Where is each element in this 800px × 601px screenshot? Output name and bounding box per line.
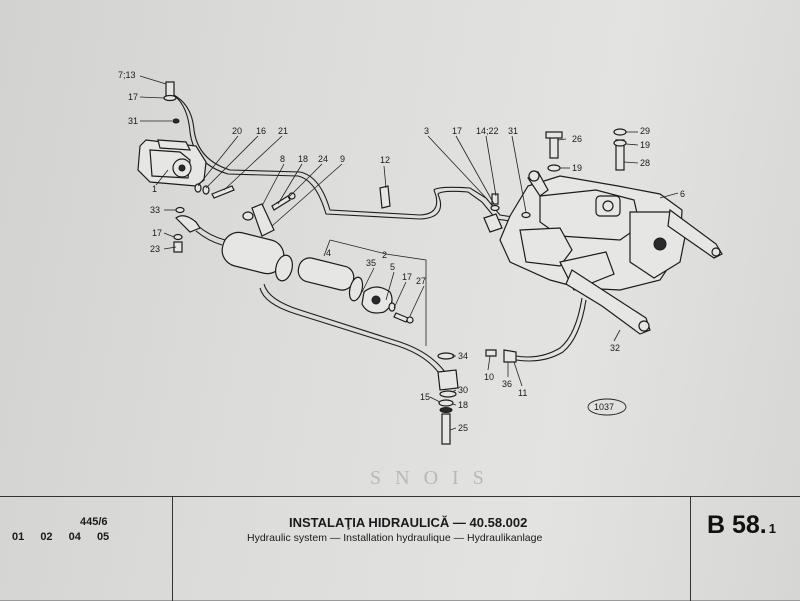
callout-31-b: 31 bbox=[508, 126, 518, 136]
callout-3: 3 bbox=[424, 126, 429, 136]
callout-8: 8 bbox=[280, 154, 285, 164]
page-reference: B 58.1 bbox=[707, 511, 776, 540]
sheet-number: 02 bbox=[40, 531, 53, 543]
page-subtitle: Hydraulic system — Installation hydrauli… bbox=[247, 532, 543, 544]
figure-number: 1037 bbox=[594, 402, 614, 412]
callout-15: 15 bbox=[420, 392, 430, 402]
callout-36: 36 bbox=[502, 379, 512, 389]
callout-6: 6 bbox=[680, 189, 685, 199]
lower-union-assembly bbox=[437, 349, 517, 445]
mounting-bracket bbox=[242, 185, 391, 237]
callout-12: 12 bbox=[380, 155, 390, 165]
callout-labels: 7;13 17 31 1 33 17 23 20 16 21 8 18 24 9… bbox=[118, 70, 685, 433]
callout-30: 30 bbox=[458, 385, 468, 395]
hydraulic-pump bbox=[137, 139, 207, 187]
figure-number-badge: 1037 bbox=[587, 398, 627, 416]
callout-9: 9 bbox=[340, 154, 345, 164]
callout-17-d: 17 bbox=[402, 272, 412, 282]
callout-26: 26 bbox=[572, 134, 582, 144]
callout-29: 29 bbox=[640, 126, 650, 136]
callout-28: 28 bbox=[640, 158, 650, 168]
hydraulic-system-diagram: SNOIS bbox=[118, 70, 723, 489]
sheet-number: 01 bbox=[12, 531, 25, 543]
sheet-number: 05 bbox=[96, 531, 110, 543]
callout-19-b: 19 bbox=[640, 140, 650, 150]
callout-33: 33 bbox=[150, 205, 160, 215]
callout-17-c: 17 bbox=[452, 126, 462, 136]
callout-1: 1 bbox=[152, 184, 157, 194]
callout-18-a: 18 bbox=[298, 154, 308, 164]
callout-17-a: 17 bbox=[128, 92, 138, 102]
callout-4: 4 bbox=[326, 248, 331, 258]
leader-lines bbox=[139, 75, 679, 431]
page-reference-sub: 1 bbox=[768, 521, 776, 536]
sheet-numbers: 01 02 04 05 bbox=[12, 531, 122, 543]
callout-2: 2 bbox=[382, 250, 387, 260]
callout-21: 21 bbox=[278, 126, 288, 136]
callout-14-22: 14;22 bbox=[476, 126, 499, 136]
sheet-code: 445/6 bbox=[80, 516, 108, 528]
filter-assembly bbox=[175, 215, 414, 324]
callout-25: 25 bbox=[458, 423, 468, 433]
page-reference-code: B 58. bbox=[707, 511, 767, 539]
callout-11: 11 bbox=[518, 388, 527, 398]
page-title: INSTALAŢIA HIDRAULICĂ — 40.58.002 bbox=[289, 515, 528, 530]
callout-17-b: 17 bbox=[152, 228, 162, 238]
callout-18-b: 18 bbox=[458, 400, 468, 410]
watermark-text: SNOIS bbox=[370, 467, 498, 489]
title-block: 445/6 01 02 04 05 INSTALAŢIA HIDRAULICĂ … bbox=[0, 496, 800, 601]
hydraulic-lift-unit bbox=[483, 128, 723, 335]
callout-34: 34 bbox=[458, 351, 468, 361]
callout-20: 20 bbox=[232, 126, 242, 136]
callout-10: 10 bbox=[484, 372, 494, 382]
pump-fasteners bbox=[163, 81, 235, 253]
callout-24: 24 bbox=[318, 154, 328, 164]
sheet-number: 04 bbox=[68, 531, 81, 543]
callout-5: 5 bbox=[390, 262, 395, 272]
callout-16: 16 bbox=[256, 126, 266, 136]
callout-27: 27 bbox=[416, 276, 426, 286]
pipe-network bbox=[171, 93, 587, 377]
sheet-info-cell: 445/6 01 02 04 05 bbox=[0, 497, 173, 601]
callout-31-a: 31 bbox=[128, 116, 138, 126]
callout-35: 35 bbox=[366, 258, 376, 268]
callout-23: 23 bbox=[150, 244, 160, 254]
callout-7-13: 7;13 bbox=[118, 70, 136, 80]
page-reference-cell: B 58.1 bbox=[690, 497, 800, 601]
callout-32: 32 bbox=[610, 343, 620, 353]
callout-19-a: 19 bbox=[572, 163, 582, 173]
